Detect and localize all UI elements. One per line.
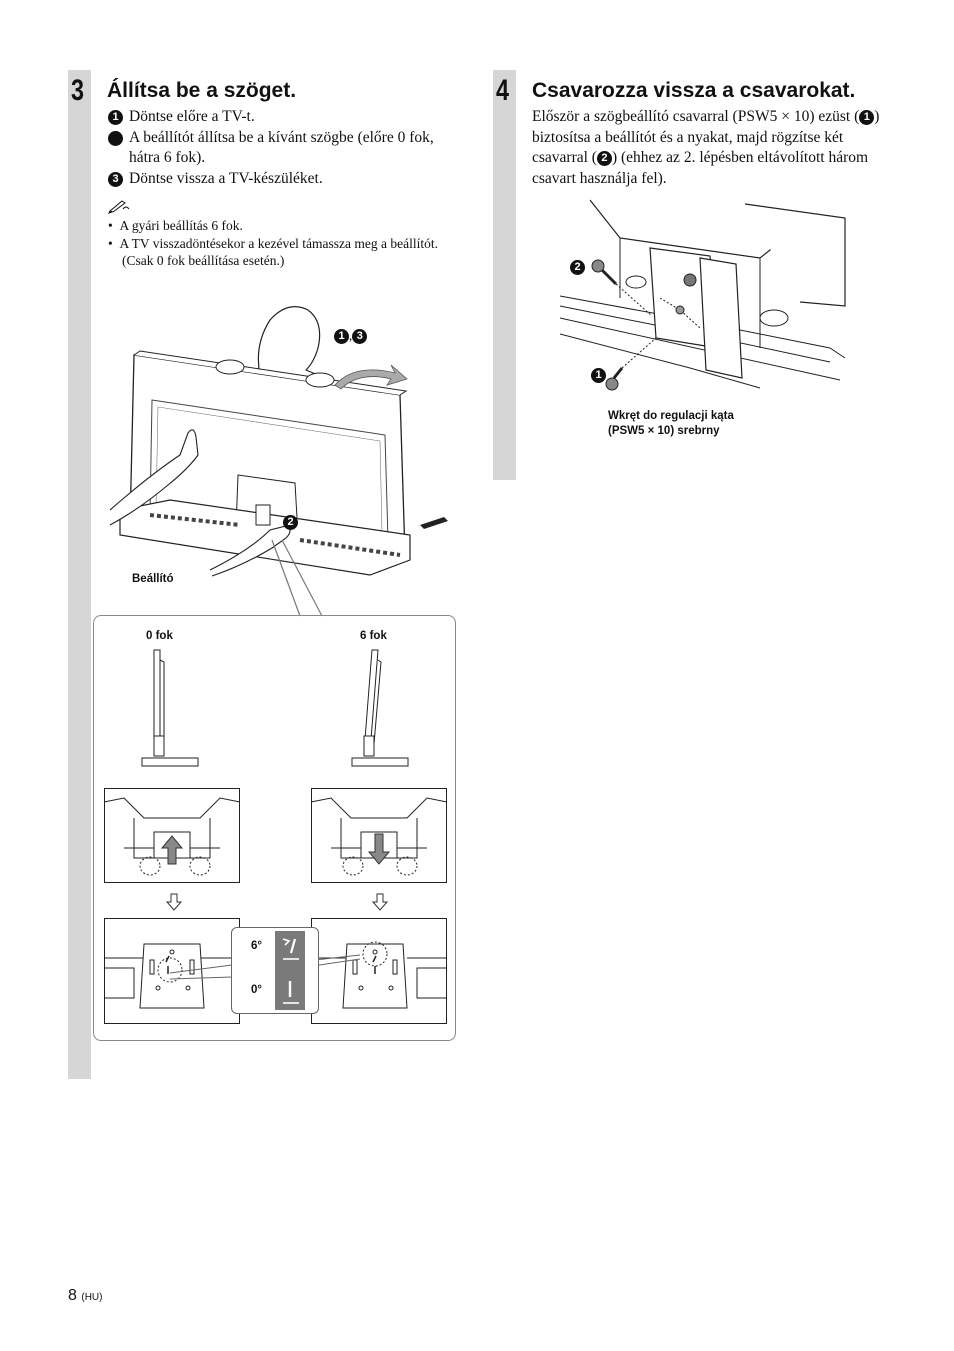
label-6-fok: 6 fok (360, 630, 387, 642)
down-arrow-icon (165, 893, 183, 911)
callout-2: 2 (283, 513, 298, 531)
tv-profile-0-degree (141, 649, 199, 767)
step4-number: 4 (496, 74, 510, 107)
detail-leader-lines (271, 539, 323, 617)
step3-number: 3 (71, 74, 85, 107)
mechanism-0-degree-up (103, 788, 241, 883)
circled-number-1: 1 (108, 110, 123, 125)
angle-6-label: 6° (251, 940, 262, 952)
down-arrow-icon (371, 893, 389, 911)
tv-tilt-illustration (109, 306, 448, 577)
tv-profile-6-degree (351, 649, 409, 767)
angle-0-label: 0° (251, 984, 262, 996)
circled-number-2: 2 (596, 151, 612, 166)
step4-callout-2: 2 (570, 258, 585, 276)
page-number: 8 (HU) (68, 1287, 103, 1304)
note-item: • A gyári beállítás 6 fok. (108, 218, 243, 233)
note-pencil-icon (108, 200, 130, 214)
screw-fastening-illustration (559, 199, 846, 391)
step4-title: Csavarozza vissza a csavarokat. (532, 79, 856, 102)
step4-callout-1: 1 (591, 366, 606, 384)
step3-sidebar (68, 70, 91, 1079)
callout-1-3: 1,3 (334, 328, 368, 344)
circled-number-2: 2 (102, 130, 123, 146)
bracket-6-degree (311, 918, 447, 1024)
adjuster-label: Beállító (132, 573, 174, 585)
circled-number-3: 3 (108, 171, 123, 187)
step4-instructions: Először a szögbeállító csavarral (PSW5 ×… (532, 108, 880, 187)
step3-title: Állítsa be a szöget. (107, 79, 297, 102)
screw-label: Wkręt do regulacji kąta (PSW5 × 10) sreb… (608, 410, 734, 437)
mechanism-6-degree-down (310, 788, 448, 883)
angle-detail-frame (93, 615, 456, 1041)
label-0-fok: 0 fok (146, 630, 173, 642)
step4-sidebar (493, 70, 516, 480)
angle-marks (282, 938, 299, 1004)
step3-notes: • A gyári beállítás 6 fok. • A TV vissza… (108, 217, 443, 270)
circled-number-1: 1 (859, 110, 875, 125)
note-item: • A TV visszadöntésekor a kezével támass… (108, 235, 439, 269)
